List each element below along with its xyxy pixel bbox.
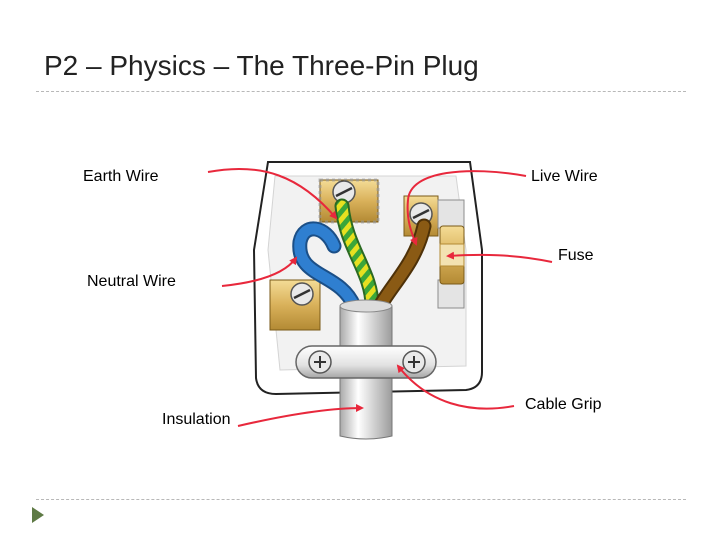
insulation-arrow [237, 404, 364, 427]
fuse-label: Fuse [558, 247, 594, 264]
title-divider [36, 91, 686, 92]
grip-screw-left-icon [308, 350, 332, 374]
neutral-screw-icon [290, 282, 314, 306]
footer-divider [36, 499, 686, 500]
live-wire-arrow [406, 170, 527, 246]
slide-nav-arrow-icon[interactable] [32, 507, 44, 523]
cable-grip-label: Cable Grip [525, 396, 602, 413]
earth-wire-label: Earth Wire [83, 168, 159, 185]
cable-grip-arrow [396, 364, 515, 410]
earth-wire-arrow [207, 167, 338, 220]
grip-screw-right-icon [402, 350, 426, 374]
live-wire-label: Live Wire [531, 168, 598, 185]
slide-title: P2 – Physics – The Three-Pin Plug [44, 50, 479, 81]
neutral-wire-arrow [221, 256, 298, 287]
fuse-arrow [446, 251, 553, 263]
neutral-wire-label: Neutral Wire [87, 273, 176, 290]
insulation-label: Insulation [162, 411, 231, 428]
